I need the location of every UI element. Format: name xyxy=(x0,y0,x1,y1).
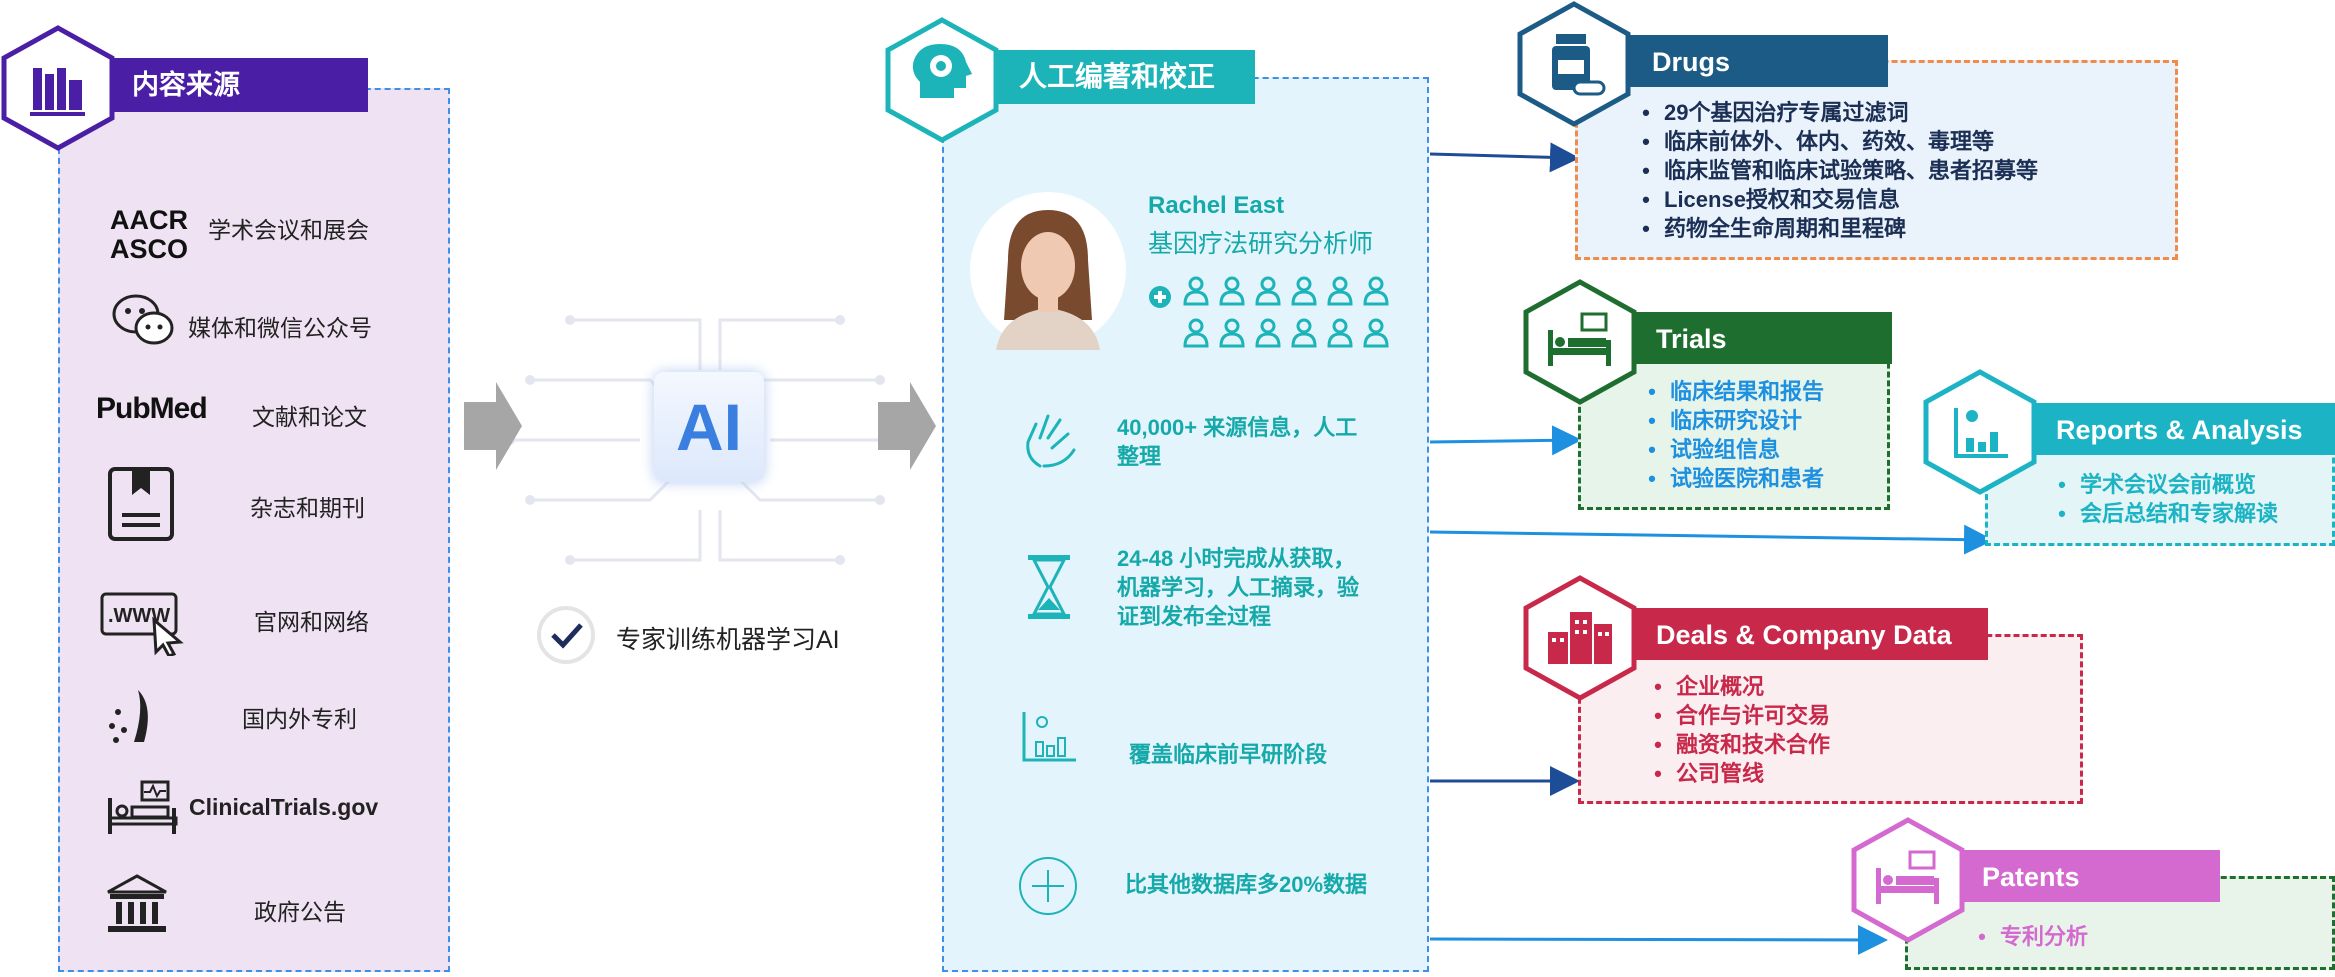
team-member-icon xyxy=(1219,290,1245,306)
pill-bottle-hex-icon xyxy=(1517,1,1631,127)
source-item-label: 学术会议和展会 xyxy=(208,217,369,243)
team-member-icon xyxy=(1188,318,1204,334)
curation-title: 人工编著和校正 xyxy=(995,50,1255,104)
deals-title: Deals & Company Data xyxy=(1632,608,1988,660)
ai-chip: AI xyxy=(654,372,764,482)
team-member-icon xyxy=(1332,276,1348,292)
team-member-icon xyxy=(1219,332,1245,348)
team-member-icon xyxy=(1260,318,1276,334)
team-member-icon xyxy=(1332,318,1348,334)
analysis-chart-hex-icon xyxy=(1923,369,2037,495)
team-member-icon xyxy=(1368,276,1384,292)
source-item-label: ClinicalTrials.gov xyxy=(189,794,379,820)
plus-circle-icon xyxy=(1019,857,1077,915)
trials-title: Trials xyxy=(1632,312,1892,364)
analyst-role: 基因疗法研究分析师 xyxy=(1148,230,1374,258)
team-member-icon xyxy=(1296,318,1312,334)
team-member-icon xyxy=(1255,332,1281,348)
team-member-icon xyxy=(1368,318,1384,334)
arrow-right-icon xyxy=(464,382,522,470)
team-member-icon xyxy=(1260,276,1276,292)
arrow-right-icon xyxy=(878,382,936,470)
analyst-avatar xyxy=(970,192,1126,350)
team-member-icon xyxy=(1183,332,1209,348)
list-item: 合作与许可交易 xyxy=(1640,701,1830,730)
source-item-label: 杂志和期刊 xyxy=(250,495,365,521)
team-member-icon xyxy=(1291,332,1317,348)
trials-list: 临床结果和报告 临床研究设计 试验组信息 试验医院和患者 xyxy=(1634,377,1824,493)
team-member-icon xyxy=(1327,290,1353,306)
list-item: 试验组信息 xyxy=(1634,435,1824,464)
patents-title: Patents xyxy=(1958,850,2220,902)
hourglass-icon xyxy=(1028,555,1070,619)
team-member-icon xyxy=(1291,290,1317,306)
wechat-icon xyxy=(112,294,174,345)
drugs-list: 29个基因治疗专属过滤词 临床前体外、体内、药效、毒理等 临床监管和临床试验策略… xyxy=(1628,98,2038,243)
source-item-label: 媒体和微信公众号 xyxy=(188,315,372,341)
feature-text: 覆盖临床前早研阶段 xyxy=(1129,742,1328,767)
connector-arrows xyxy=(1429,142,1994,955)
check-circle-icon xyxy=(537,606,595,664)
feature-text: 比其他数据库多20%数据 xyxy=(1125,872,1368,897)
team-member-icon xyxy=(1224,276,1240,292)
company-buildings-hex-icon xyxy=(1523,575,1637,701)
list-item: 学术会议会前概览 xyxy=(2044,470,2278,499)
team-member-icon xyxy=(1327,332,1353,348)
team-member-icon xyxy=(1188,276,1204,292)
list-item: 公司管线 xyxy=(1640,759,1830,788)
brain-hex-icon xyxy=(885,17,999,143)
ai-caption: 专家训练机器学习AI xyxy=(616,626,840,654)
source-item-label: 国内外专利 xyxy=(242,706,357,732)
list-item: 29个基因治疗专属过滤词 xyxy=(1628,98,2038,127)
list-item: 临床监管和临床试验策略、患者招募等 xyxy=(1628,156,2038,185)
source-item-label: 文献和论文 xyxy=(252,404,367,430)
list-item: 临床前体外、体内、药效、毒理等 xyxy=(1628,127,2038,156)
analyst-name: Rachel East xyxy=(1148,192,1285,219)
feature-text: 40,000+ 来源信息，人工 整理 xyxy=(1117,415,1358,469)
deals-list: 企业概况 合作与许可交易 融资和技术合作 公司管线 xyxy=(1640,672,1830,788)
list-item: 会后总结和专家解读 xyxy=(2044,499,2278,528)
sign-language-icon xyxy=(1026,414,1076,468)
drugs-title: Drugs xyxy=(1628,35,1888,87)
svg-text:.WWW: .WWW xyxy=(108,605,170,627)
list-item: 试验医院和患者 xyxy=(1634,464,1824,493)
reports-title: Reports & Analysis xyxy=(2032,403,2335,455)
list-item: 临床结果和报告 xyxy=(1634,377,1824,406)
reports-list: 学术会议会前概览 会后总结和专家解读 xyxy=(2044,470,2278,528)
team-member-icon xyxy=(1363,290,1389,306)
list-item: 专利分析 xyxy=(1964,922,2088,951)
patient-bed-hex-icon xyxy=(1851,817,1965,943)
list-item: License授权和交易信息 xyxy=(1628,185,2038,214)
source-item-label: 政府公告 xyxy=(254,899,346,925)
team-member-icon xyxy=(1296,276,1312,292)
website-icon: .WWW xyxy=(100,592,184,656)
sources-title: 内容来源 xyxy=(110,58,368,112)
team-member-icon xyxy=(1224,318,1240,334)
list-item: 临床研究设计 xyxy=(1634,406,1824,435)
patents-list: 专利分析 xyxy=(1964,922,2088,951)
hospital-bed-hex-icon xyxy=(1523,279,1637,405)
patent-icon xyxy=(109,690,148,743)
list-item: 融资和技术合作 xyxy=(1640,730,1830,759)
team-member-icon xyxy=(1363,332,1389,348)
list-item: 药物全生命周期和里程碑 xyxy=(1628,214,2038,243)
feature-text: 24-48 小时完成从获取， 机器学习，人工摘录，验 证到发布全过程 xyxy=(1117,546,1360,629)
list-item: 企业概况 xyxy=(1640,672,1830,701)
pubmed-logo: PubMed xyxy=(96,392,208,425)
lab-chart-icon xyxy=(1022,712,1076,762)
team-icons xyxy=(1149,276,1389,348)
source-item-label: 官网和网络 xyxy=(254,609,369,635)
clinical-bed-icon xyxy=(108,780,178,834)
books-hex-icon xyxy=(1,25,115,151)
government-icon xyxy=(107,874,167,932)
team-member-icon xyxy=(1255,290,1281,306)
team-member-icon xyxy=(1183,290,1209,306)
journal-icon xyxy=(108,467,174,541)
